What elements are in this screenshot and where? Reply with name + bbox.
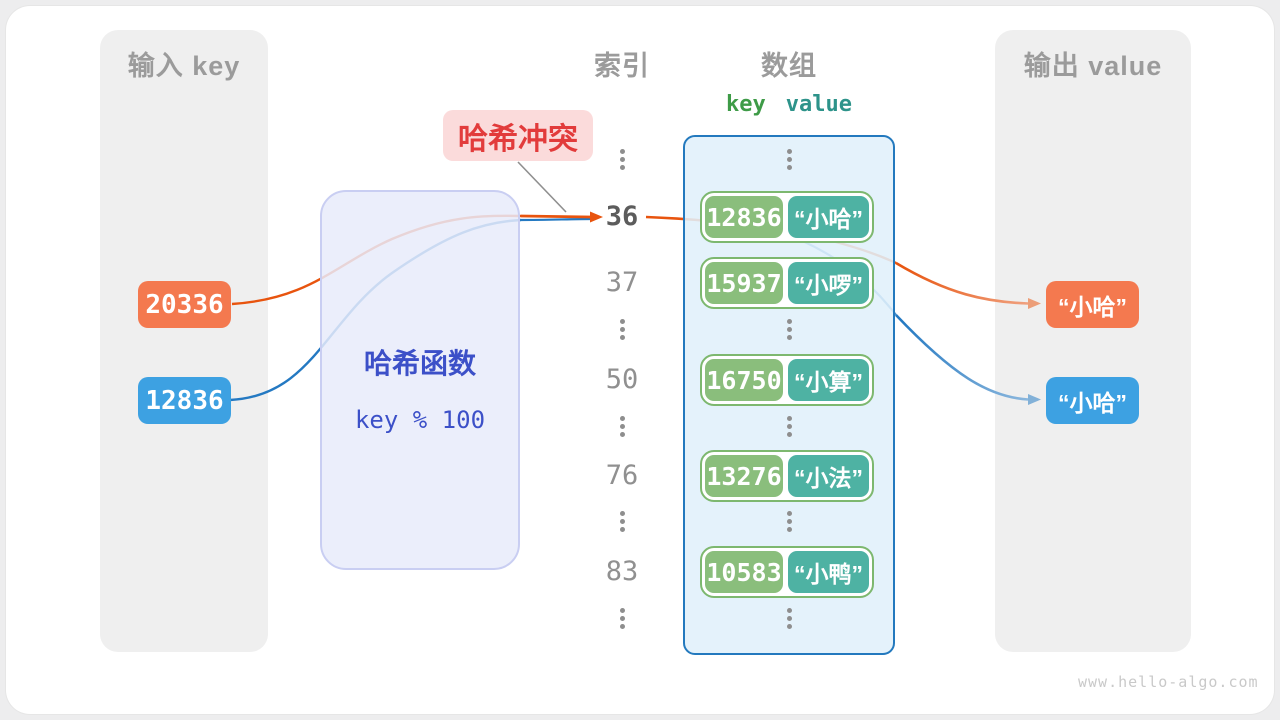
kv-pair: 12836 “小哈” bbox=[700, 191, 874, 243]
pair-value: “小鸭” bbox=[788, 551, 869, 593]
pair-key: 15937 bbox=[705, 262, 783, 304]
array-header: 数组 bbox=[761, 51, 817, 81]
ellipsis bbox=[570, 149, 674, 170]
kv-pair: 15937 “小啰” bbox=[700, 257, 874, 309]
index-37: 37 bbox=[605, 267, 639, 298]
ellipsis bbox=[570, 511, 674, 532]
pair-key: 10583 bbox=[705, 551, 783, 593]
hash-function-formula: key % 100 bbox=[354, 406, 486, 434]
array-subheader: key value bbox=[683, 92, 895, 117]
ellipsis bbox=[737, 319, 841, 340]
pair-key: 16750 bbox=[705, 359, 783, 401]
ellipsis bbox=[570, 608, 674, 629]
index-83: 83 bbox=[605, 556, 639, 587]
subheader-key: key bbox=[726, 92, 766, 117]
kv-pair: 10583 “小鸭” bbox=[700, 546, 874, 598]
input-header: 输入 key bbox=[127, 51, 241, 81]
ellipsis bbox=[570, 416, 674, 437]
ellipsis bbox=[737, 511, 841, 532]
kv-pair: 16750 “小算” bbox=[700, 354, 874, 406]
hash-collision-label: 哈希冲突 bbox=[443, 110, 593, 161]
ellipsis bbox=[570, 319, 674, 340]
output-header: 输出 value bbox=[1023, 51, 1163, 81]
index-header: 索引 bbox=[594, 51, 650, 81]
ellipsis bbox=[737, 416, 841, 437]
output-panel bbox=[995, 30, 1191, 652]
pair-key: 13276 bbox=[705, 455, 783, 497]
output-value-box-orange: “小哈” bbox=[1046, 281, 1139, 328]
input-key-box-orange: 20336 bbox=[138, 281, 231, 328]
hash-function-name: 哈希函数 bbox=[363, 348, 476, 379]
ellipsis bbox=[737, 149, 841, 170]
index-50: 50 bbox=[605, 364, 639, 395]
ellipsis bbox=[737, 608, 841, 629]
pair-value: “小法” bbox=[788, 455, 869, 497]
index-36: 36 bbox=[605, 201, 639, 232]
pair-key: 12836 bbox=[705, 196, 783, 238]
pair-value: “小啰” bbox=[788, 262, 869, 304]
output-value-box-blue: “小哈” bbox=[1046, 377, 1139, 424]
watermark: www.hello-algo.com bbox=[1078, 673, 1259, 691]
input-key-box-blue: 12836 bbox=[138, 377, 231, 424]
kv-pair: 13276 “小法” bbox=[700, 450, 874, 502]
subheader-value: value bbox=[785, 92, 852, 117]
input-panel bbox=[100, 30, 268, 652]
index-76: 76 bbox=[605, 460, 639, 491]
hash-function-box: 哈希函数 key % 100 bbox=[320, 190, 520, 570]
pair-value: “小算” bbox=[788, 359, 869, 401]
pair-value: “小哈” bbox=[788, 196, 869, 238]
